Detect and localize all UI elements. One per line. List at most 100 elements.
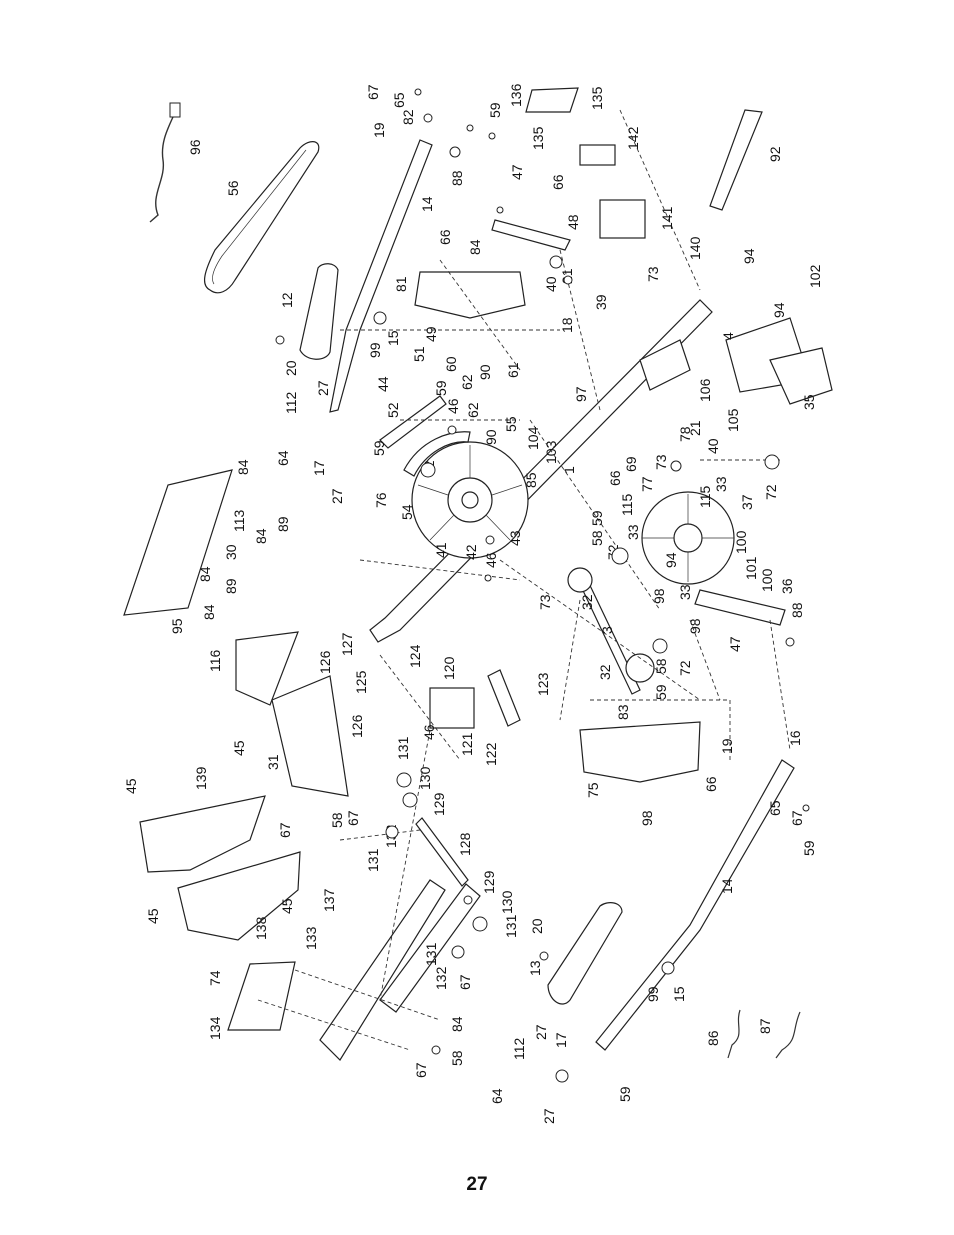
callout: 59 <box>487 102 503 118</box>
callout: 131 <box>395 736 411 760</box>
callout: 46 <box>421 724 437 740</box>
callout: 126 <box>317 650 333 674</box>
callout: 36 <box>779 578 795 594</box>
callout: 100 <box>733 530 749 554</box>
callout: 14 <box>719 878 735 894</box>
callout: 94 <box>771 302 787 318</box>
callout: 88 <box>449 170 465 186</box>
callout: 43 <box>507 530 523 546</box>
axle-part <box>415 817 469 887</box>
callout: 96 <box>187 139 203 155</box>
callout: 95 <box>169 618 185 634</box>
callout: 99 <box>367 342 383 358</box>
brake-arm-part <box>379 395 447 449</box>
callout: 94 <box>663 552 679 568</box>
callout: 100 <box>759 568 775 592</box>
callout: 20 <box>283 360 299 376</box>
callout: 41 <box>433 542 449 558</box>
callout: 19 <box>719 738 735 754</box>
callout: 62 <box>465 402 481 418</box>
callout: 42 <box>463 544 479 560</box>
callout: 83 <box>615 704 631 720</box>
callout: 27 <box>541 1108 557 1124</box>
callout: 67 <box>413 1062 429 1078</box>
callout: 60 <box>443 356 459 372</box>
callout: 134 <box>207 1016 223 1040</box>
callout: 88 <box>789 602 805 618</box>
callout: 129 <box>431 792 447 816</box>
callout: 74 <box>207 970 223 986</box>
callout: 58 <box>329 812 345 828</box>
callout: 21 <box>687 420 703 436</box>
callout: 133 <box>303 926 319 950</box>
callout: 84 <box>235 459 251 475</box>
left-pedal-part <box>299 263 339 360</box>
shaft-123-part <box>487 669 521 727</box>
callout: 66 <box>607 470 623 486</box>
callout: 87 <box>757 1018 773 1034</box>
callout: 27 <box>315 380 331 396</box>
callout: 33 <box>677 584 693 600</box>
callout: 139 <box>193 766 209 790</box>
console-cover-part <box>579 144 616 166</box>
callout: 84 <box>201 604 217 620</box>
callout: 142 <box>625 126 641 150</box>
callout: 15 <box>385 330 401 346</box>
callout: 65 <box>391 92 407 108</box>
callout: 128 <box>457 832 473 856</box>
callout: 84 <box>253 528 269 544</box>
right-upright-arm-part <box>595 759 795 1051</box>
callout: 99 <box>645 986 661 1002</box>
tablet-holder-part <box>525 87 579 113</box>
callout: 67 <box>345 810 361 826</box>
callout: 45 <box>231 740 247 756</box>
callout: 66 <box>437 229 453 245</box>
callout: 73 <box>645 266 661 282</box>
callout: 106 <box>697 378 713 402</box>
motor-part <box>429 687 475 729</box>
callout: 66 <box>550 174 566 190</box>
shield-116-part <box>235 631 299 706</box>
callout: 59 <box>801 840 817 856</box>
callout: 97 <box>573 386 589 402</box>
hardware-bolts <box>275 88 810 1083</box>
callout: 67 <box>789 810 805 826</box>
right-pedal-part <box>547 902 623 1005</box>
callout: 116 <box>207 649 223 672</box>
callout: 122 <box>483 742 499 766</box>
callout: 140 <box>687 236 703 260</box>
magnet-housing-part <box>403 431 471 477</box>
callout: 3 <box>599 626 615 634</box>
callout: 126 <box>349 714 365 738</box>
callout: 20 <box>529 918 545 934</box>
callout: 84 <box>467 239 483 255</box>
callout: 31 <box>265 754 281 770</box>
callout: 141 <box>659 206 675 230</box>
callout: 59 <box>371 440 387 456</box>
callout: 105 <box>725 408 741 432</box>
callout: 40 <box>705 438 721 454</box>
callout: 45 <box>279 898 295 914</box>
callout: 115 <box>619 493 635 516</box>
callout: 98 <box>687 618 703 634</box>
callout: 135 <box>589 86 605 110</box>
callout: 89 <box>275 516 291 532</box>
callout: 46 <box>483 552 499 568</box>
callout: 64 <box>275 450 291 466</box>
callout: 33 <box>713 476 729 492</box>
callout: 67 <box>277 822 293 838</box>
callout: 78 <box>677 426 693 442</box>
callout: 44 <box>375 376 391 392</box>
callout: 103 <box>543 440 559 464</box>
rail-end-cap-part <box>227 961 296 1031</box>
callout: 85 <box>523 472 539 488</box>
callout: 137 <box>321 888 337 912</box>
callout: 138 <box>253 916 269 940</box>
callout: 30 <box>223 544 239 560</box>
callout: 17 <box>311 460 327 476</box>
callout: 131 <box>503 914 519 938</box>
callout: 18 <box>559 317 575 333</box>
callout: 58 <box>589 530 605 546</box>
callout: 40 <box>543 276 559 292</box>
callout: 104 <box>525 426 541 450</box>
